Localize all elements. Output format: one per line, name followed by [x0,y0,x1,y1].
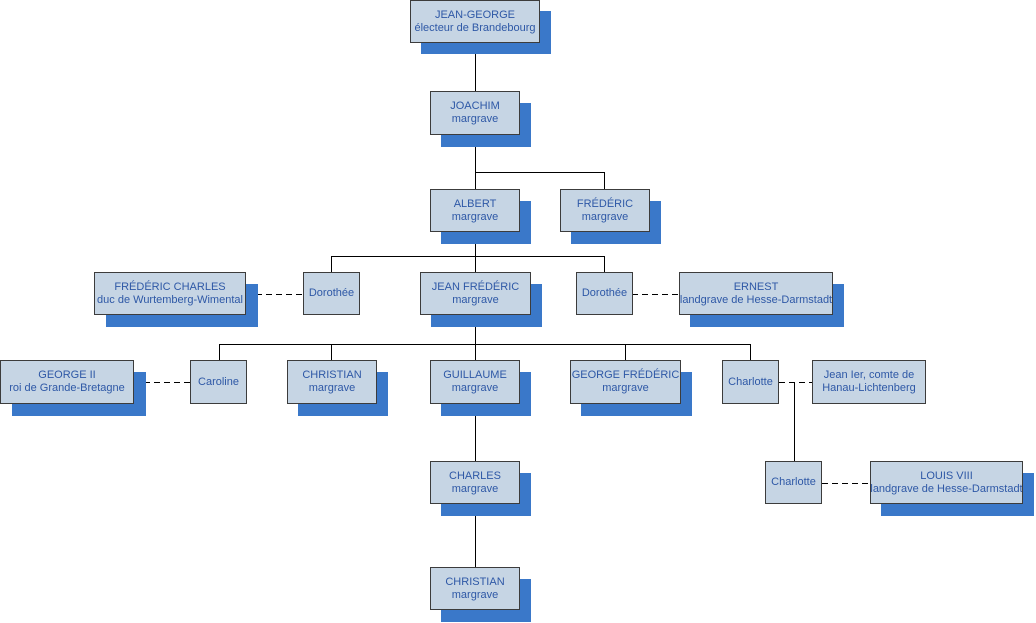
person-charles: CHARLES margrave [430,461,520,504]
person-title: duc de Wurtemberg-Wimental [97,293,243,306]
person-name: LOUIS VIII [920,469,973,482]
person-louis-viii: LOUIS VIII landgrave de Hesse-Darmstadt [870,461,1023,504]
person-name: Caroline [198,375,239,388]
person-name: Jean Ier, comte de [823,369,915,381]
person-title: margrave [308,382,356,394]
person-ernest: ERNEST landgrave de Hesse-Darmstadt [679,272,833,315]
person-dorothee-right: Dorothée [576,272,633,315]
person-name: CHARLES [449,469,501,482]
person-title: Hanau-Lichtenberg [822,382,916,394]
person-name: JEAN-GEORGE [434,8,516,21]
person-name: CHRISTIAN [445,575,505,588]
person-jean-ier: Jean Ier, comte de Hanau-Lichtenberg [812,360,926,404]
person-frederic-charles: FRÉDÉRIC CHARLES duc de Wurtemberg-Wimen… [94,272,246,315]
person-jean-george: JEAN-GEORGE électeur de Brandebourg [410,0,540,43]
person-name: GUILLAUME [443,369,507,381]
person-name: ALBERT [453,197,497,210]
person-title: margrave [602,382,649,394]
person-title: roi de Grande-Bretagne [9,382,125,394]
person-title: landgrave de Hesse-Darmstadt [679,293,833,306]
person-name: GEORGE II [38,369,96,381]
person-caroline: Caroline [190,360,247,404]
person-title: margrave [581,210,629,223]
person-name: FRÉDÉRIC [576,197,634,210]
person-title: margrave [452,293,499,306]
person-title: margrave [451,382,499,394]
person-george-ii: GEORGE II roi de Grande-Bretagne [0,360,134,404]
person-title: landgrave de Hesse-Darmstadt [870,482,1023,495]
person-name: Charlotte [771,476,816,488]
person-guillaume: GUILLAUME margrave [430,360,520,404]
person-jean-frederic: JEAN FRÉDÉRIC margrave [420,272,531,315]
person-charlotte-1: Charlotte [722,360,779,404]
person-name: CHRISTIAN [302,369,362,381]
person-name: GEORGE FRÉDÉRIC [571,369,680,381]
person-name: JOACHIM [450,100,500,112]
person-joachim: JOACHIM margrave [430,91,520,135]
person-name: Dorothée [581,287,628,299]
person-charlotte-2: Charlotte [765,461,822,504]
person-title: margrave [451,482,499,495]
person-george-frederic: GEORGE FRÉDÉRIC margrave [570,360,681,404]
person-albert: ALBERT margrave [430,189,520,232]
person-frederic: FRÉDÉRIC margrave [560,189,650,232]
person-name: ERNEST [733,280,779,293]
person-title: margrave [451,588,499,601]
person-christian-2: CHRISTIAN margrave [430,567,520,610]
person-title: électeur de Brandebourg [414,21,536,34]
person-name: FRÉDÉRIC CHARLES [114,280,226,293]
person-name: Dorothée [308,287,355,299]
person-title: margrave [451,113,499,125]
person-title: margrave [451,210,499,223]
person-name: JEAN FRÉDÉRIC [431,280,520,293]
person-dorothee-left: Dorothée [303,272,360,315]
person-name: Charlotte [728,375,773,388]
person-christian-1: CHRISTIAN margrave [287,360,377,404]
